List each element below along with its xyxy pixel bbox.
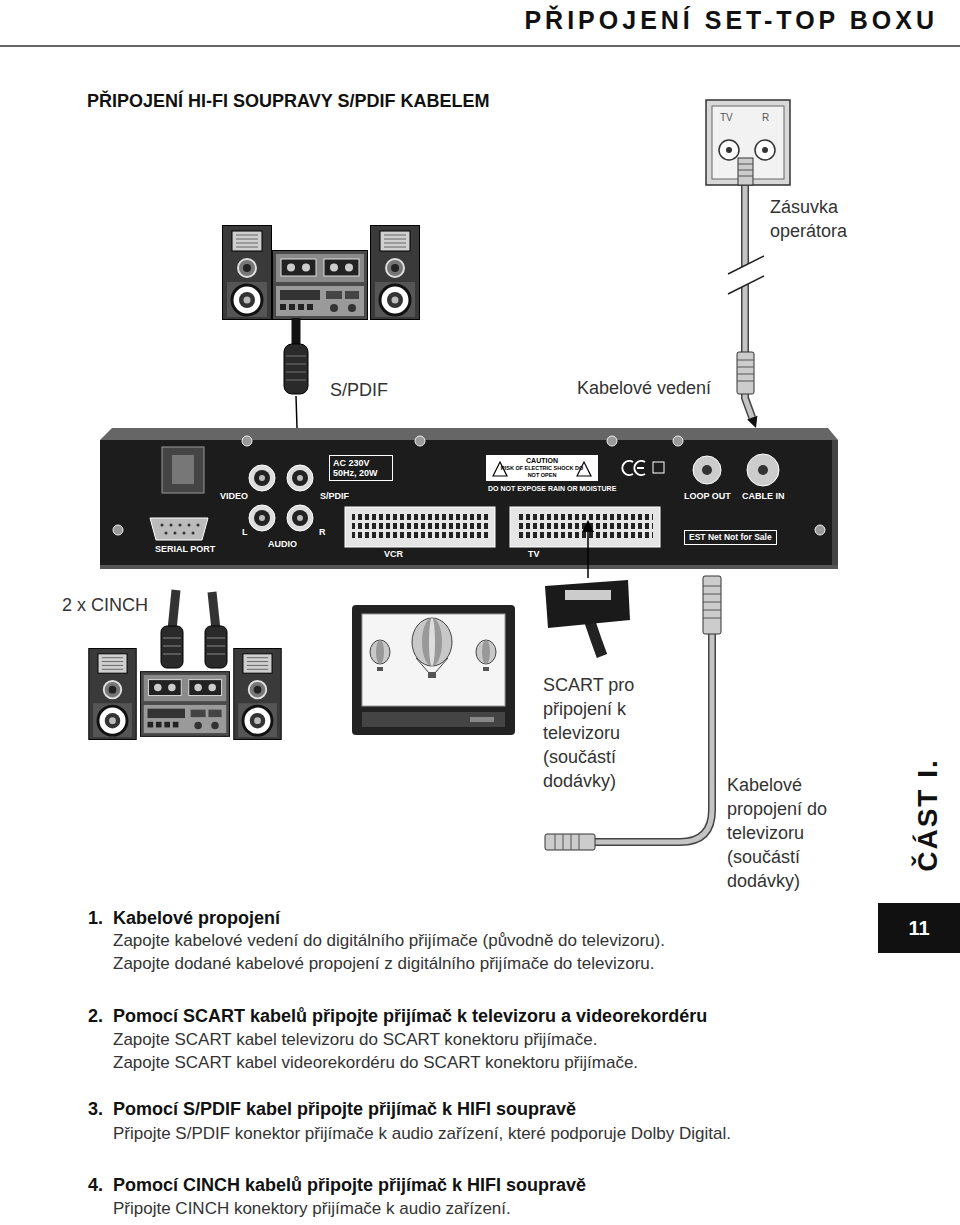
node-text: R: [762, 112, 769, 124]
hifi-bottom: [89, 648, 281, 739]
sticker: EST Net Not for Sale: [684, 530, 777, 545]
caution-label: CAUTIONRISK OF ELECTRIC SHOCK DO NOT OPE…: [486, 456, 598, 479]
step-heading: Pomocí CINCH kabelů připojte přijímač k …: [113, 1174, 586, 1196]
node-text: Zásuvka operátora: [770, 195, 870, 243]
part-marker: ČÁST I.: [912, 758, 944, 872]
set-top-box: VIDEO S/PDIF DO NOT EXPOSE RAIN OR MOISTUR…: [100, 428, 838, 570]
scart-plug: [545, 520, 630, 656]
step-heading: Pomocí S/PDIF kabel připojte přijímač k …: [113, 1098, 576, 1120]
cable-label: 2 x CINCH: [62, 593, 148, 617]
node-text: VIDEO: [220, 491, 248, 502]
step-number: 4.: [88, 1174, 103, 1196]
step-text: Zapojte dodané kabelové propojení z digi…: [113, 953, 655, 975]
step-heading: Kabelové propojení: [113, 907, 280, 929]
arrow-head: [747, 416, 757, 428]
step-text: Připojte CINCH konektory přijímače k aud…: [113, 1198, 511, 1220]
cinch-plugs: [161, 626, 227, 668]
node-text: EST Net Not for Sale: [689, 532, 772, 543]
node-text: R: [319, 527, 326, 538]
arrow-heads: [747, 416, 757, 428]
hifi-top: [223, 226, 420, 320]
node-text: CABLE IN: [742, 491, 785, 502]
step-text: Zapojte SCART kabel televizoru do SCART …: [113, 1029, 597, 1051]
node-text: DO NOT EXPOSE RAIN OR MOISTURE: [488, 484, 616, 493]
node-text: S/PDIF: [320, 491, 349, 502]
title-rule: [0, 46, 960, 47]
set-top-box-panel: [100, 428, 838, 569]
power-rating-box: AC 230V 50Hz, 20W: [329, 455, 393, 481]
node-text: TV: [528, 549, 540, 560]
television: [352, 605, 515, 735]
step-number: 3.: [88, 1098, 103, 1120]
node-text: AC 230V 50Hz, 20W: [333, 458, 389, 478]
section-heading: PŘIPOJENÍ HI-FI SOUPRAVY S/PDIF KABELEM: [87, 89, 489, 113]
page-title: PŘIPOJENÍ SET-TOP BOXU: [524, 6, 938, 35]
wall-socket: TVRZásuvka operátora: [706, 100, 790, 185]
cable-label: SCART pro připojení k televizoru (součás…: [543, 673, 647, 793]
node-text: L: [242, 527, 248, 538]
node-text: AUDIO: [268, 539, 297, 550]
cinch-cables: [172, 590, 216, 630]
node-text: TV: [720, 112, 733, 124]
step-number: 1.: [88, 907, 103, 929]
step-heading: Pomocí SCART kabelů připojte přijímač k …: [113, 1005, 707, 1027]
node-text: CAUTION: [500, 457, 584, 465]
wall-socket-drawing: [706, 100, 790, 185]
cable-break-mark: [728, 256, 764, 294]
node-text: LOOP OUT: [684, 491, 731, 502]
step-text: Zapojte SCART kabel videorekordéru do SC…: [113, 1052, 638, 1074]
node-text: VCR: [384, 549, 403, 560]
f-plug: [737, 352, 754, 394]
step-text: Zapojte kabelové vedení do digitálního p…: [113, 930, 665, 952]
node-text: 11: [908, 917, 929, 940]
cable-label: S/PDIF: [330, 378, 388, 402]
node-text: RISK OF ELECTRIC SHOCK DO NOT OPEN: [500, 465, 584, 478]
cable-label: Kabelové propojení do televizoru (součás…: [727, 773, 845, 893]
page-number-box: 11: [878, 903, 960, 953]
step-text: Připojte S/PDIF konektor přijímače k aud…: [113, 1123, 731, 1145]
node-text: SERIAL PORT: [155, 544, 215, 555]
cable-label: Kabelové vedení: [575, 376, 713, 400]
step-number: 2.: [88, 1005, 103, 1027]
